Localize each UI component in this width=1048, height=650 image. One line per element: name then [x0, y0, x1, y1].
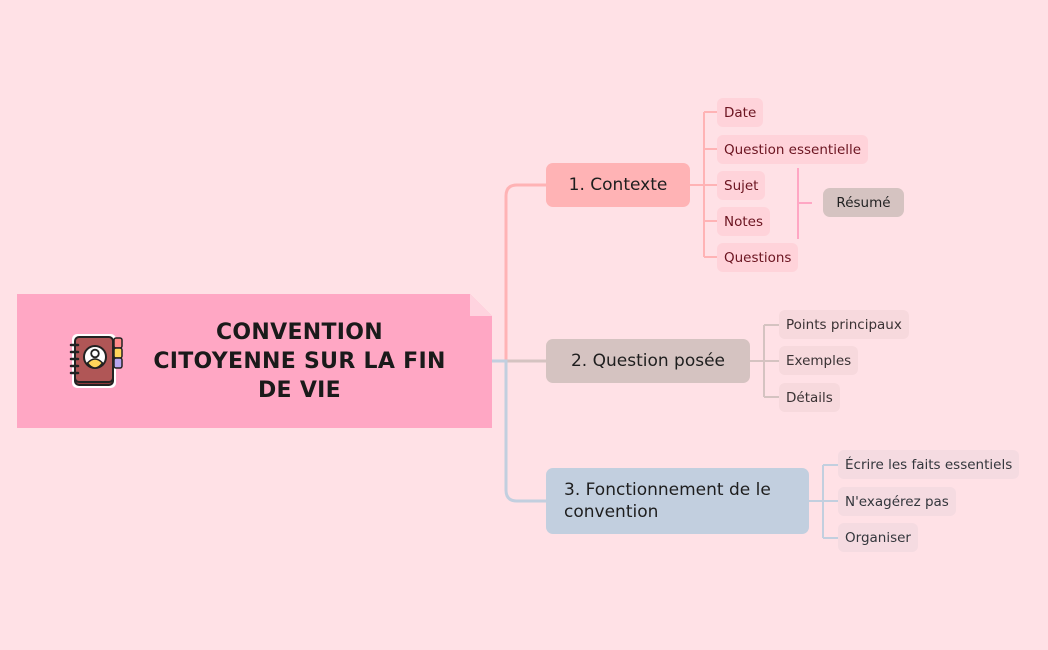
subtopic-exemples[interactable]: Exemples — [779, 346, 859, 375]
subtopic-ecrire-faits[interactable]: Écrire les faits essentiels — [838, 450, 1020, 479]
subtopic-date[interactable]: Date — [717, 98, 764, 127]
subtopic-sujet[interactable]: Sujet — [717, 171, 766, 200]
subtopic-label: Points principaux — [786, 316, 902, 333]
subtopic-organiser[interactable]: Organiser — [838, 523, 918, 552]
summary-resume[interactable]: Résumé — [823, 188, 904, 217]
subtopic-label: Exemples — [786, 352, 852, 369]
subtopic-question-essentielle[interactable]: Question essentielle — [717, 135, 869, 164]
branch-label: 3. Fonctionnement de le convention — [564, 480, 771, 522]
root-topic[interactable]: CONVENTION CITOYENNE SUR LA FIN DE VIE — [17, 294, 492, 428]
subtopic-notes[interactable]: Notes — [717, 207, 770, 236]
root-title: CONVENTION CITOYENNE SUR LA FIN DE VIE — [153, 319, 446, 403]
subtopic-label: Organiser — [845, 529, 911, 546]
subtopic-details[interactable]: Détails — [779, 383, 840, 412]
subtopic-label: Écrire les faits essentiels — [845, 456, 1013, 473]
summary-label: Résumé — [836, 194, 891, 211]
subtopic-label: Sujet — [724, 177, 759, 194]
subtopic-label: Notes — [724, 213, 763, 230]
branch-label: 1. Contexte — [568, 175, 668, 195]
subtopic-label: N'exagérez pas — [845, 493, 949, 510]
branch-question-posee[interactable]: 2. Question posée — [546, 339, 750, 383]
branch-contexte[interactable]: 1. Contexte — [546, 163, 690, 207]
branch-fonctionnement[interactable]: 3. Fonctionnement de le convention — [546, 468, 809, 534]
subtopic-questions[interactable]: Questions — [717, 243, 799, 272]
contact-book-icon — [64, 328, 128, 392]
subtopic-label: Question essentielle — [724, 141, 862, 158]
subtopic-points-principaux[interactable]: Points principaux — [779, 310, 909, 339]
subtopic-label: Questions — [724, 249, 792, 266]
subtopic-label: Détails — [786, 389, 833, 406]
subtopic-label: Date — [724, 104, 757, 121]
subtopic-nexagerez-pas[interactable]: N'exagérez pas — [838, 487, 956, 516]
branch-label: 2. Question posée — [570, 351, 726, 371]
root-fold-corner — [470, 294, 492, 316]
